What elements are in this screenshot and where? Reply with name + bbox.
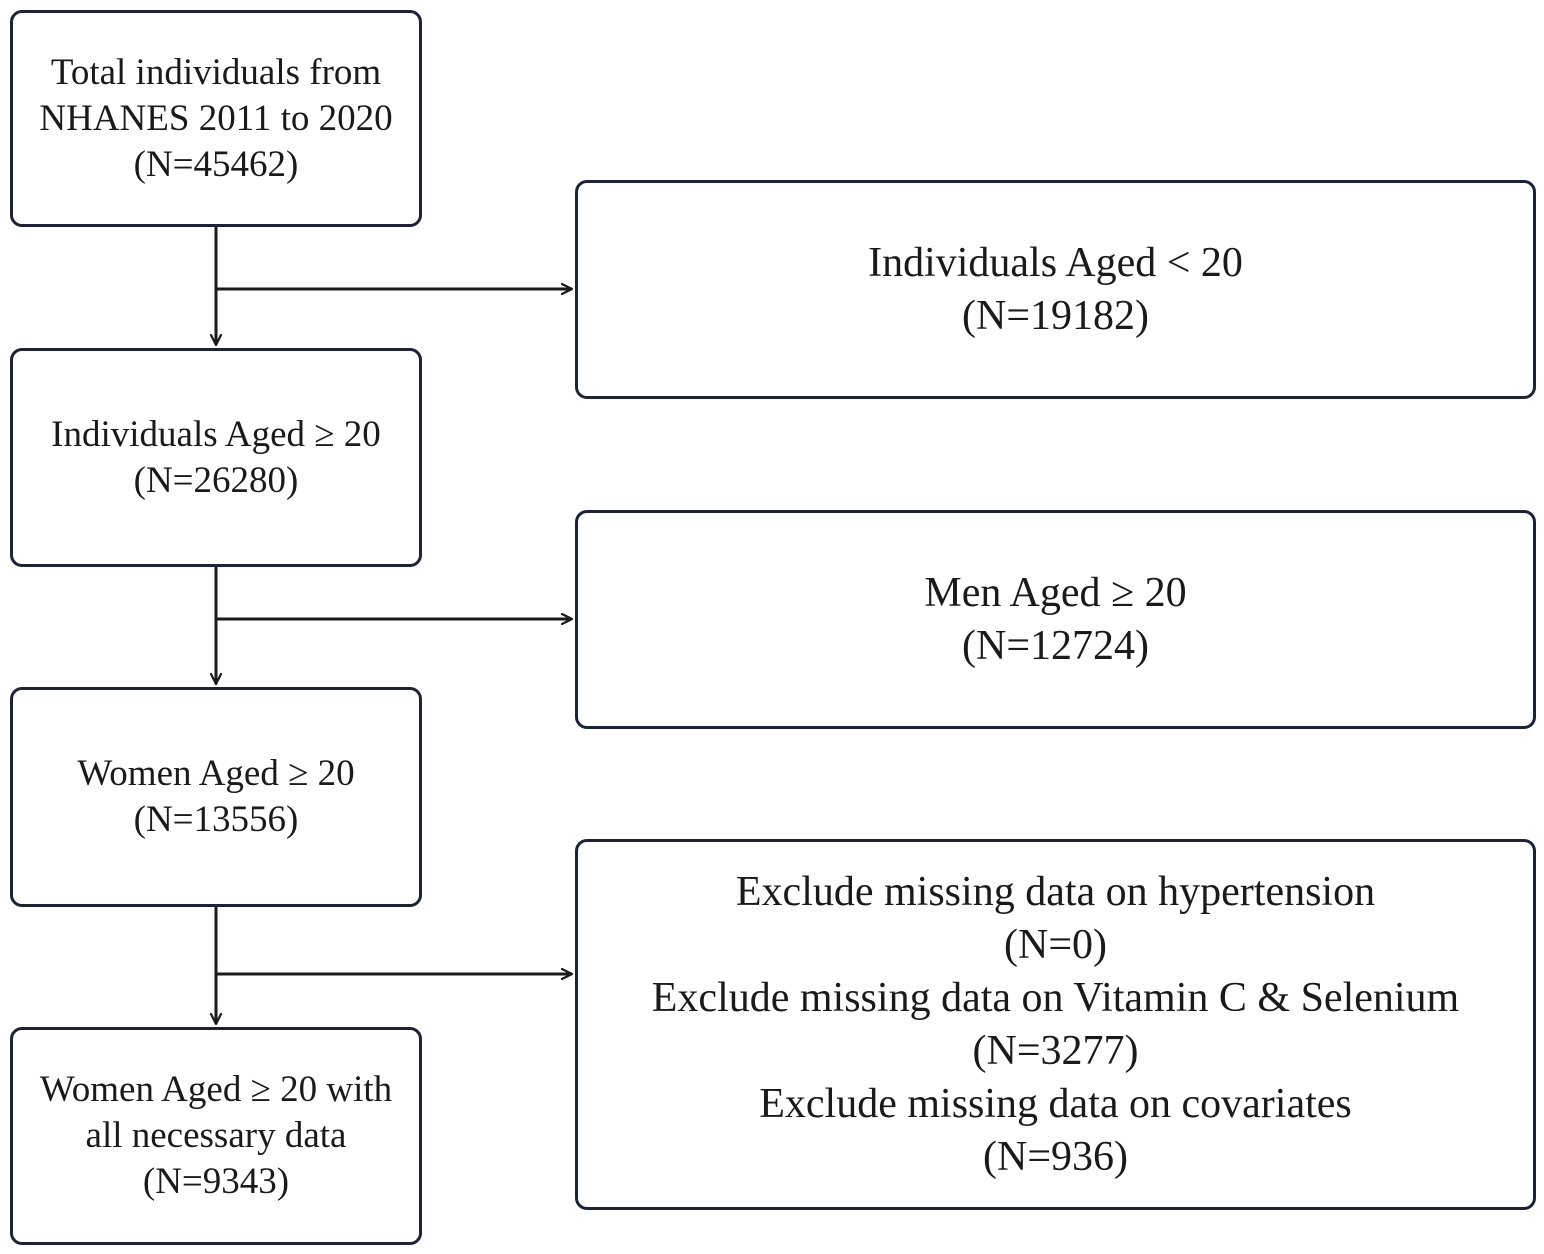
women-20-plus-count: (N=13556)	[133, 799, 299, 840]
women-20-plus-label: Women Aged ≥ 20	[77, 753, 355, 794]
final-sample-count: (N=9343)	[142, 1161, 290, 1202]
total-box-line-1: Total individuals from	[50, 51, 382, 93]
final-sample-line-1: Women Aged ≥ 20 with	[39, 1069, 393, 1110]
total-box-count: (N=45462)	[133, 143, 299, 185]
exclude-hypertension-label: Exclude missing data on hypertension	[735, 868, 1376, 915]
total-individuals-box: Total individuals from NHANES 2011 to 20…	[10, 10, 422, 227]
final-sample-line-2: all necessary data	[85, 1115, 347, 1156]
aged-20-plus-label: Individuals Aged ≥ 20	[51, 413, 381, 455]
exclude-hypertension-count: (N=0)	[1004, 921, 1107, 968]
excluded-under-20-count: (N=19182)	[962, 292, 1149, 339]
excluded-men-count: (N=12724)	[962, 622, 1149, 669]
final-sample-box: Women Aged ≥ 20 with all necessary data …	[10, 1027, 422, 1245]
excluded-under-20-box: Individuals Aged < 20 (N=19182)	[575, 180, 1536, 399]
excluded-under-20-label: Individuals Aged < 20	[868, 239, 1243, 286]
aged-20-plus-count: (N=26280)	[133, 459, 299, 501]
exclude-covariates-label: Exclude missing data on covariates	[759, 1080, 1352, 1127]
excluded-missing-data-box: Exclude missing data on hypertension (N=…	[575, 839, 1536, 1210]
excluded-men-label: Men Aged ≥ 20	[924, 569, 1187, 616]
aged-20-plus-box: Individuals Aged ≥ 20 (N=26280)	[10, 348, 422, 567]
exclude-covariates-count: (N=936)	[983, 1133, 1128, 1180]
women-20-plus-box: Women Aged ≥ 20 (N=13556)	[10, 687, 422, 907]
excluded-men-box: Men Aged ≥ 20 (N=12724)	[575, 510, 1536, 729]
exclude-vitamin-selenium-label: Exclude missing data on Vitamin C & Sele…	[651, 974, 1460, 1021]
total-box-line-2: NHANES 2011 to 2020	[39, 97, 393, 139]
exclude-vitamin-selenium-count: (N=3277)	[972, 1027, 1139, 1074]
